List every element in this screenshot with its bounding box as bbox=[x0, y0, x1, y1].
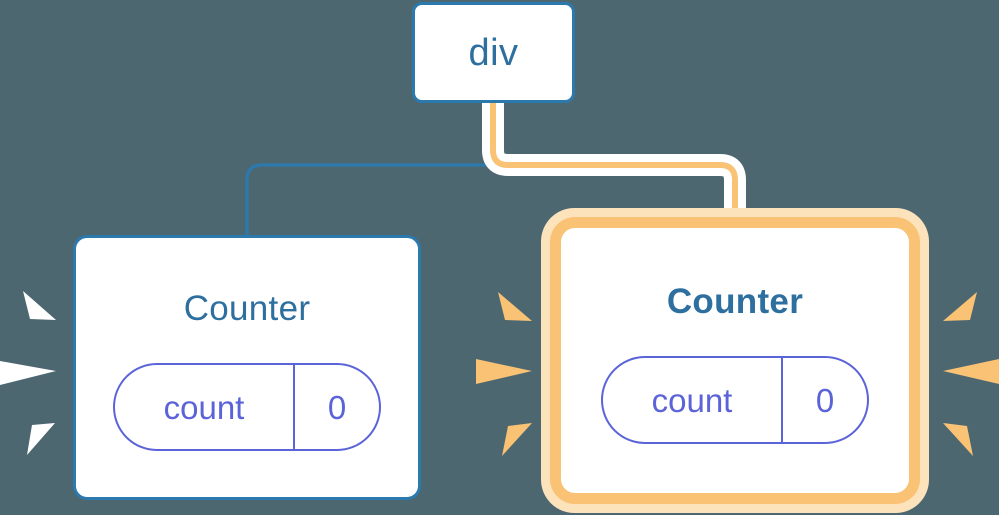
sparkle-shard bbox=[943, 359, 999, 384]
burst-left-of-counter-right bbox=[476, 283, 546, 463]
state-pill-right[interactable]: count 0 bbox=[601, 356, 869, 444]
burst-left-of-counter-left bbox=[0, 283, 70, 463]
edge-div-to-counter-right-halo bbox=[482, 103, 746, 236]
sparkle-shard bbox=[0, 361, 56, 385]
node-counter-right-title: Counter bbox=[666, 282, 804, 321]
state-value-right: 0 bbox=[781, 358, 867, 442]
sparkle-shard bbox=[27, 423, 55, 455]
node-counter-left-title: Counter bbox=[183, 289, 311, 328]
state-key-right: count bbox=[651, 381, 733, 419]
state-key-left: count bbox=[163, 388, 245, 426]
node-counter-right[interactable]: Counter count 0 bbox=[561, 228, 909, 493]
state-value-left: 0 bbox=[293, 365, 379, 449]
edge-div-to-counter-right bbox=[490, 103, 738, 236]
sparkle-shard bbox=[476, 359, 532, 384]
node-counter-left[interactable]: Counter count 0 bbox=[73, 235, 421, 500]
sparkle-shard bbox=[943, 423, 973, 456]
state-pill-left[interactable]: count 0 bbox=[113, 363, 381, 451]
sparkle-shard bbox=[498, 292, 532, 321]
node-div-label: div bbox=[468, 31, 519, 74]
edge-div-to-counter-left bbox=[245, 103, 495, 237]
burst-right-of-counter-right bbox=[929, 283, 999, 463]
sparkle-shard bbox=[943, 292, 977, 321]
sparkle-shard bbox=[502, 423, 532, 456]
node-div[interactable]: div bbox=[412, 2, 575, 103]
sparkle-shard bbox=[23, 291, 56, 320]
